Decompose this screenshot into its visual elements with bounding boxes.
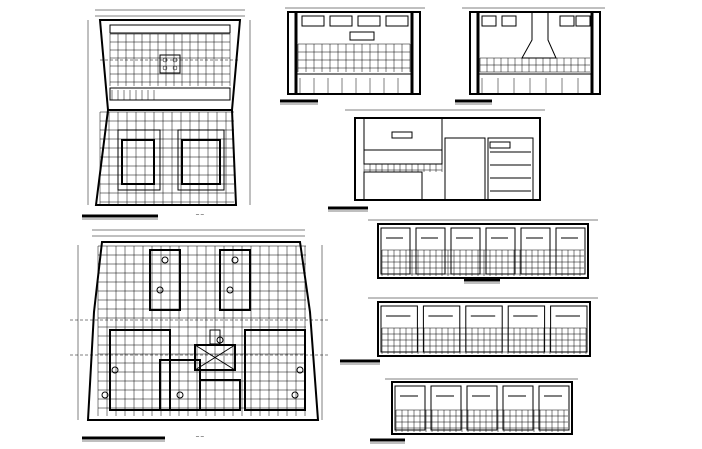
bathroom-elevation-b [340,297,598,365]
lower-plan-scale-mark: ─ ─ [195,434,205,440]
bathroom-elevation-a [368,219,598,284]
bathroom-elevation-c [370,378,578,444]
kitchen-side-elevation [328,109,545,212]
upper-plan-scale-mark: ─ ─ [195,212,205,218]
kitchen-front-elevation [280,7,425,105]
upper-floor-plan: ─ ─ [82,9,251,220]
lower-floor-plan: ─ ─ [70,229,330,442]
kitchen-hood-elevation [455,7,605,105]
